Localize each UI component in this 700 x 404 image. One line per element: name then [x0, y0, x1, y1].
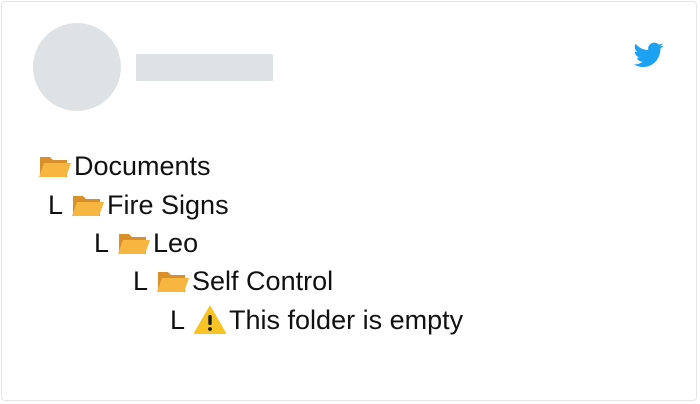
twitter-bird-icon[interactable]: [634, 42, 664, 68]
empty-folder-notice: L This folder is empty: [170, 302, 463, 338]
tree-branch-marker: L: [133, 265, 149, 296]
tree-branch-marker: L: [94, 227, 110, 258]
folder-row: L Fire Signs: [48, 187, 229, 223]
folder-label: This folder is empty: [229, 304, 464, 335]
folder-row: L Leo: [94, 225, 198, 261]
tree-branch-marker: L: [48, 189, 64, 220]
open-folder-icon: [156, 266, 190, 296]
open-folder-icon: [71, 190, 105, 220]
avatar[interactable]: [33, 23, 121, 111]
folder-row: Documents: [38, 148, 211, 184]
folder-label: Leo: [153, 227, 199, 258]
folder-row: L Self Control: [133, 263, 333, 299]
open-folder-icon: [38, 151, 72, 181]
folder-label: Documents: [74, 150, 211, 181]
folder-label: Fire Signs: [107, 189, 229, 220]
warning-icon: [193, 305, 227, 335]
open-folder-icon: [117, 228, 151, 258]
folder-label: Self Control: [192, 265, 334, 296]
tree-branch-marker: L: [170, 304, 186, 335]
redacted-username: [136, 54, 273, 81]
